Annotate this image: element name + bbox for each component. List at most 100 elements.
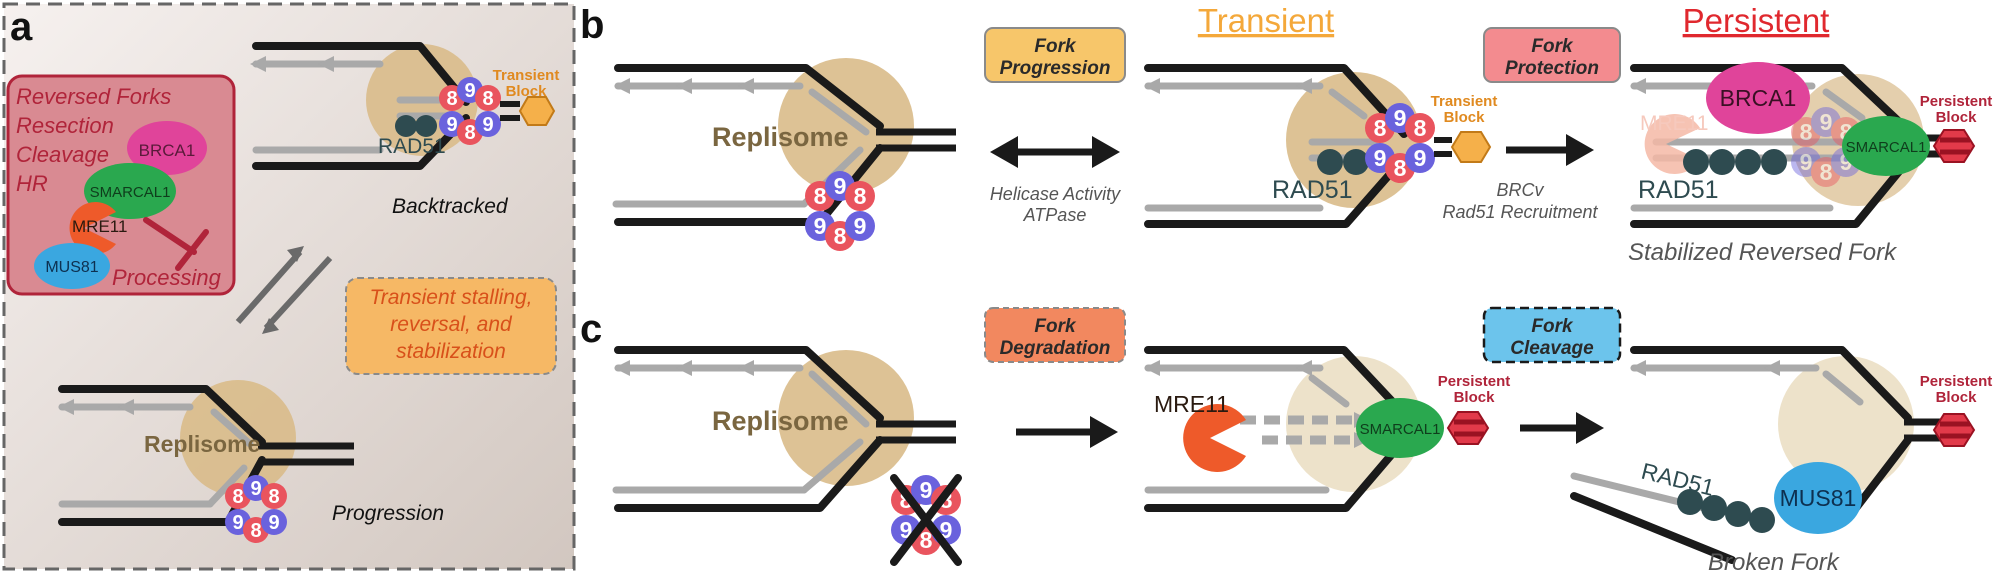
mre11-pacman-icon <box>1183 403 1246 472</box>
svg-text:8: 8 <box>854 183 867 209</box>
broken-strand-parental <box>1570 492 1736 564</box>
svg-text:9: 9 <box>446 114 457 136</box>
rad51-filament <box>1683 149 1787 175</box>
panel-a-letter: a <box>10 5 33 49</box>
svg-text:8: 8 <box>250 520 261 542</box>
replisome-label: Replisome <box>144 431 260 457</box>
inset-line-reversed-forks: Reversed Forks <box>16 84 171 109</box>
transient-stall-box <box>345 277 557 375</box>
svg-text:8: 8 <box>1394 155 1407 181</box>
svg-text:9: 9 <box>834 173 847 199</box>
brcv-line-2: Rad51 Recruitment <box>1442 202 1598 222</box>
fork-cleavage-line-1: Fork <box>1531 316 1574 337</box>
double-arrow-icon <box>990 136 1120 168</box>
svg-text:9: 9 <box>250 478 261 500</box>
fork-protection-line-2: Protection <box>1505 58 1599 79</box>
fork-progression-line-2: Progression <box>1000 58 1111 79</box>
brcv-line-1: BRCv <box>1496 180 1544 200</box>
smarcal1-label: SMARCAL1 <box>90 184 171 201</box>
svg-text:8: 8 <box>920 527 933 553</box>
svg-text:8: 8 <box>268 486 279 508</box>
transient-block-label-1: Transient <box>493 67 560 84</box>
persistent-block-icon <box>1932 129 1976 163</box>
svg-text:8: 8 <box>1800 119 1813 145</box>
svg-text:9: 9 <box>920 477 933 503</box>
mus81-label: MUS81 <box>1780 485 1857 511</box>
smarcal1-label: SMARCAL1 <box>1360 421 1441 438</box>
progression-label: Progression <box>332 502 444 525</box>
replisome-label: Replisome <box>712 122 849 152</box>
panel-c-letter: c <box>580 307 602 351</box>
svg-text:9: 9 <box>1414 145 1427 171</box>
svg-text:9: 9 <box>1394 105 1407 131</box>
svg-text:8: 8 <box>1414 115 1427 141</box>
fork-degradation-line-2: Degradation <box>1000 338 1111 359</box>
inset-line-hr: HR <box>16 171 48 196</box>
persistent-block-label-1: Persistent <box>1438 373 1511 390</box>
fork-cleavage-tag <box>1482 306 1622 364</box>
c-degradation-fork: MRE11 SMARCAL1 Persistent Block <box>1144 346 1511 512</box>
svg-text:9: 9 <box>1800 149 1813 175</box>
smarcal1-protein <box>1356 398 1444 458</box>
smarcal1-protein <box>1842 116 1930 176</box>
fork-protection-tag <box>1483 27 1621 83</box>
c-replisome-fork: Replisome 89 89 89 <box>612 346 962 566</box>
transient-block-icon <box>1450 131 1492 163</box>
transient-block-label-2: Block <box>506 83 548 100</box>
panel-b: b Replisome <box>580 2 1992 266</box>
fork-cleavage-line-2: Cleavage <box>1510 338 1594 359</box>
svg-text:8: 8 <box>464 122 475 144</box>
helicase-line-1: Helicase Activity <box>990 184 1121 204</box>
helicase-line-2: ATPase <box>1023 205 1087 225</box>
svg-text:8: 8 <box>834 223 847 249</box>
svg-text:8: 8 <box>482 88 493 110</box>
fork-protection-line-1: Fork <box>1531 36 1574 57</box>
persistent-block-label-2: Block <box>1936 389 1978 406</box>
panel-b-letter: b <box>580 3 604 47</box>
rad51-label: RAD51 <box>378 135 446 158</box>
svg-text:8: 8 <box>1820 159 1833 185</box>
mre11-faded-label: MRE11 <box>1640 112 1708 135</box>
replisome-halo <box>778 350 914 486</box>
brca1-label: BRCA1 <box>139 141 196 160</box>
persistent-block-label-2: Block <box>1936 109 1978 126</box>
svg-text:9: 9 <box>814 213 827 239</box>
rad51-label: RAD51 <box>1638 176 1719 204</box>
stall-box-line-2: reversal, and <box>390 313 513 336</box>
fork-progression-tag <box>984 27 1126 83</box>
smarcal1-label: SMARCAL1 <box>1846 139 1927 156</box>
rad51-filament <box>1677 489 1775 533</box>
c-cleaved-fork: MUS81 Persistent Block RAD51 Broken Fork <box>1570 346 1992 573</box>
fork-degradation-line-1: Fork <box>1034 316 1077 337</box>
broken-fork-label: Broken Fork <box>1708 549 1841 573</box>
replisome-label: Replisome <box>712 406 849 436</box>
rad51-filament <box>1317 149 1369 175</box>
svg-text:8: 8 <box>814 183 827 209</box>
mre11-label: MRE11 <box>1154 391 1229 417</box>
backtracked-label: Backtracked <box>392 195 509 218</box>
transient-block-label-1: Transient <box>1431 93 1498 110</box>
arrow-right-icon <box>1520 412 1604 444</box>
svg-text:8: 8 <box>446 88 457 110</box>
persistent-block-icon <box>1446 411 1490 445</box>
stabilized-label: Stabilized Reversed Fork <box>1628 239 1898 266</box>
brca1-protein <box>127 121 207 175</box>
fork-degradation-tag <box>984 307 1126 363</box>
persistent-block-icon <box>1932 413 1976 447</box>
arrow-right-icon <box>1506 134 1594 166</box>
mus81-protein <box>1774 462 1862 534</box>
brca1-protein <box>1706 62 1810 134</box>
transient-title: Transient <box>1198 2 1334 39</box>
inset-line-cleavage: Cleavage <box>16 142 109 167</box>
stall-box-line-3: stabilization <box>396 340 506 363</box>
brca1-label: BRCA1 <box>1720 85 1797 111</box>
svg-text:9: 9 <box>482 114 493 136</box>
persistent-block-label-1: Persistent <box>1920 93 1993 110</box>
